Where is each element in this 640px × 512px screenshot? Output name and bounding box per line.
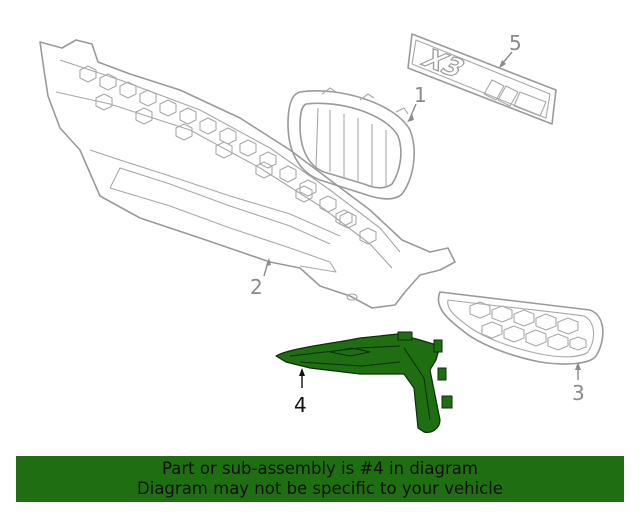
- info-banner: Part or sub-assembly is #4 in diagram Di…: [16, 456, 624, 502]
- banner-line-2: Diagram may not be specific to your vehi…: [137, 479, 503, 498]
- m-stripes-mark: [483, 79, 547, 117]
- callout-2[interactable]: 2: [250, 275, 263, 299]
- grille-honeycomb-pattern: [79, 65, 377, 245]
- part-2-bumper-grille: [39, 39, 456, 309]
- part-3-side-grille: [437, 291, 604, 365]
- part-5-emblem: X3: [407, 33, 557, 125]
- callout-1[interactable]: 1: [414, 83, 427, 107]
- callout-5[interactable]: 5: [509, 31, 522, 55]
- callout-4[interactable]: 4: [294, 393, 307, 417]
- callout-labels: 1 2 3 4 5: [250, 31, 585, 417]
- leader-lines: [263, 51, 581, 388]
- banner-line-1: Part or sub-assembly is #4 in diagram: [162, 459, 478, 478]
- part-1-kidney-grille: [287, 87, 415, 200]
- emblem-text: X3: [415, 45, 471, 83]
- part-4-highlighted-bracket: [275, 331, 453, 433]
- callout-3[interactable]: 3: [572, 381, 585, 405]
- exploded-parts-diagram: X3: [39, 31, 604, 433]
